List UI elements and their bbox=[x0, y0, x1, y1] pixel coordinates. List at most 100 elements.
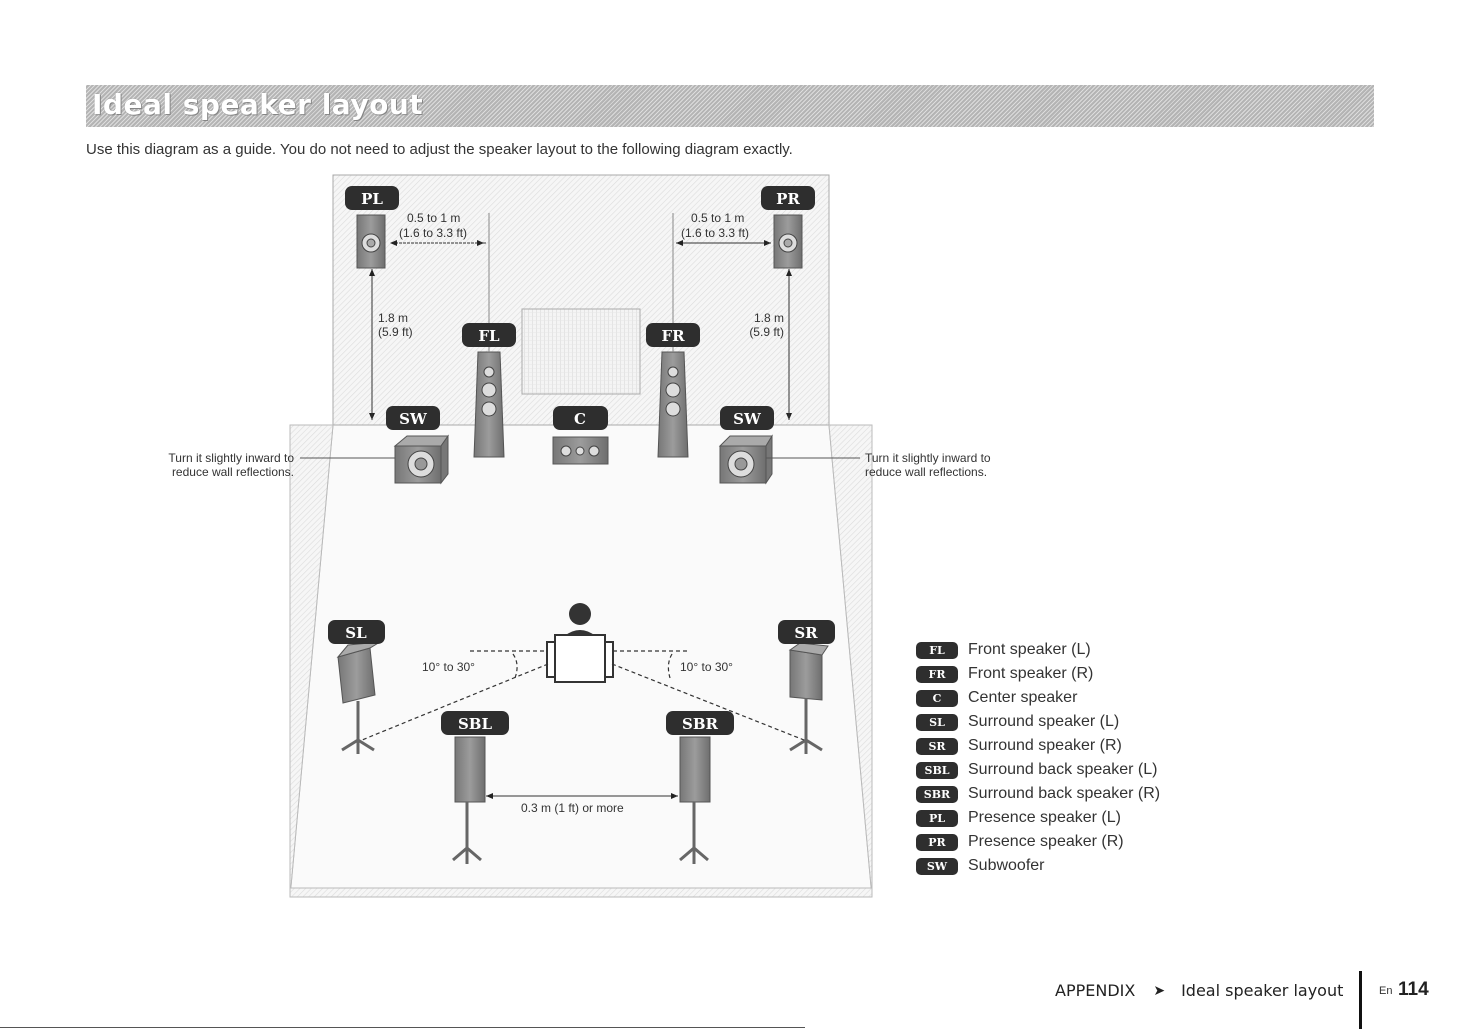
legend-badge: C bbox=[916, 689, 958, 707]
surround-back-speaker-left bbox=[452, 736, 486, 864]
svg-text:SW: SW bbox=[733, 410, 762, 428]
front-edge bbox=[289, 887, 873, 898]
svg-text:FL: FL bbox=[478, 327, 500, 345]
svg-text:FR: FR bbox=[661, 327, 685, 345]
legend-label: Surround speaker (R) bbox=[968, 737, 1122, 754]
chevron-right-icon: ➤ bbox=[1153, 982, 1166, 999]
presence-speaker-right bbox=[773, 214, 803, 269]
legend-badge: SBR bbox=[916, 785, 958, 803]
legend-item: SL Surround speaker (L) bbox=[916, 710, 1160, 734]
dim-height-left-m: 1.8 m bbox=[378, 311, 408, 325]
legend-label: Center speaker bbox=[968, 689, 1078, 706]
angle-guides bbox=[361, 650, 805, 741]
angle-label-left: 10° to 30° bbox=[422, 660, 475, 674]
dim-side-left-m: 0.5 to 1 m bbox=[407, 211, 460, 225]
dim-height-left-ft: (5.9 ft) bbox=[378, 325, 413, 339]
svg-text:SR: SR bbox=[794, 624, 818, 642]
dim-side-right-ft: (1.6 to 3.3 ft) bbox=[681, 226, 749, 240]
badge-pl: PL bbox=[345, 186, 399, 210]
wall-note-right-line2: reduce wall reflections. bbox=[865, 465, 987, 479]
room-walls bbox=[289, 174, 873, 898]
badge-sw-right: SW bbox=[720, 406, 774, 430]
svg-text:SBL: SBL bbox=[458, 715, 493, 733]
badge-pr: PR bbox=[761, 186, 815, 210]
footer-breadcrumb: APPENDIX ➤ Ideal speaker layout bbox=[1055, 981, 1343, 1000]
legend-badge: FL bbox=[916, 641, 958, 659]
badge-sbl: SBL bbox=[441, 711, 509, 735]
badge-sw-left: SW bbox=[386, 406, 440, 430]
legend-badge: PL bbox=[916, 809, 958, 827]
page-number: 114 bbox=[1398, 979, 1429, 1000]
tv-screen bbox=[521, 308, 641, 395]
svg-text:SL: SL bbox=[345, 624, 367, 642]
legend-badge: FR bbox=[916, 665, 958, 683]
diagram-labels: 0.5 to 1 m (1.6 to 3.3 ft) 0.5 to 1 m (1… bbox=[168, 211, 991, 815]
wall-note-left-line1: Turn it slightly inward to bbox=[168, 451, 294, 465]
legend-label: Subwoofer bbox=[968, 857, 1045, 874]
dim-side-left-ft: (1.6 to 3.3 ft) bbox=[399, 226, 467, 240]
dim-side-right-m: 0.5 to 1 m bbox=[691, 211, 744, 225]
badge-sr: SR bbox=[778, 620, 835, 644]
left-wall bbox=[289, 424, 334, 898]
legend-badge: SW bbox=[916, 857, 958, 875]
speaker-badges: PL PR FL FR C SW SW SL bbox=[328, 186, 835, 735]
legend-badge: SR bbox=[916, 737, 958, 755]
intro-text: Use this diagram as a guide. You do not … bbox=[86, 141, 793, 158]
legend-badge: PR bbox=[916, 833, 958, 851]
legend-item: SR Surround speaker (R) bbox=[916, 734, 1160, 758]
listener-icon bbox=[546, 603, 614, 683]
wall-note-left-line2: reduce wall reflections. bbox=[172, 465, 294, 479]
badge-fl: FL bbox=[462, 323, 516, 347]
legend-item: PL Presence speaker (L) bbox=[916, 806, 1160, 830]
legend-item: PR Presence speaker (R) bbox=[916, 830, 1160, 854]
badge-c: C bbox=[553, 406, 608, 430]
badge-fr: FR bbox=[646, 323, 700, 347]
legend-item: FR Front speaker (R) bbox=[916, 662, 1160, 686]
legend-label: Front speaker (L) bbox=[968, 641, 1091, 658]
center-speaker bbox=[552, 436, 609, 465]
badge-sl: SL bbox=[328, 620, 385, 644]
presence-speaker-left bbox=[356, 214, 386, 269]
svg-text:SW: SW bbox=[399, 410, 428, 428]
surround-speaker-left bbox=[336, 641, 381, 754]
page-title: Ideal speaker layout bbox=[92, 88, 424, 121]
angle-label-right: 10° to 30° bbox=[680, 660, 733, 674]
page-language: En bbox=[1379, 985, 1393, 997]
svg-text:PR: PR bbox=[776, 190, 800, 208]
svg-text:SBR: SBR bbox=[682, 715, 719, 733]
legend-badge: SL bbox=[916, 713, 958, 731]
legend-item: C Center speaker bbox=[916, 686, 1160, 710]
surround-back-speaker-right bbox=[679, 736, 711, 864]
badge-sbr: SBR bbox=[666, 711, 734, 735]
front-speaker-right bbox=[657, 351, 689, 458]
footer-divider bbox=[1359, 971, 1362, 1029]
front-speaker-left bbox=[473, 351, 505, 458]
wall-note-right-line1: Turn it slightly inward to bbox=[865, 451, 991, 465]
legend-label: Surround back speaker (L) bbox=[968, 761, 1158, 778]
section-title-bar: Ideal speaker layout bbox=[86, 85, 1374, 127]
legend-item: SBL Surround back speaker (L) bbox=[916, 758, 1160, 782]
legend-label: Presence speaker (L) bbox=[968, 809, 1121, 826]
breadcrumb-topic[interactable]: Ideal speaker layout bbox=[1181, 981, 1344, 1000]
legend-item: FL Front speaker (L) bbox=[916, 638, 1160, 662]
legend-badge: SBL bbox=[916, 761, 958, 779]
legend-label: Surround speaker (L) bbox=[968, 713, 1120, 730]
back-gap-label: 0.3 m (1 ft) or more bbox=[521, 801, 624, 815]
legend-item: SW Subwoofer bbox=[916, 854, 1160, 878]
legend-label: Presence speaker (R) bbox=[968, 833, 1124, 850]
dim-height-right-m: 1.8 m bbox=[754, 311, 784, 325]
subwoofer-left bbox=[393, 434, 449, 485]
svg-text:C: C bbox=[574, 410, 586, 428]
legend-label: Front speaker (R) bbox=[968, 665, 1094, 682]
legend-item: SBR Surround back speaker (R) bbox=[916, 782, 1160, 806]
right-wall bbox=[828, 424, 873, 898]
breadcrumb-section[interactable]: APPENDIX bbox=[1055, 981, 1136, 1000]
svg-text:PL: PL bbox=[361, 190, 383, 208]
bottom-rule bbox=[0, 1027, 805, 1028]
legend-label: Surround back speaker (R) bbox=[968, 785, 1161, 802]
subwoofer-right bbox=[718, 434, 773, 485]
dimension-lines bbox=[300, 213, 860, 799]
dim-height-right-ft: (5.9 ft) bbox=[749, 325, 784, 339]
